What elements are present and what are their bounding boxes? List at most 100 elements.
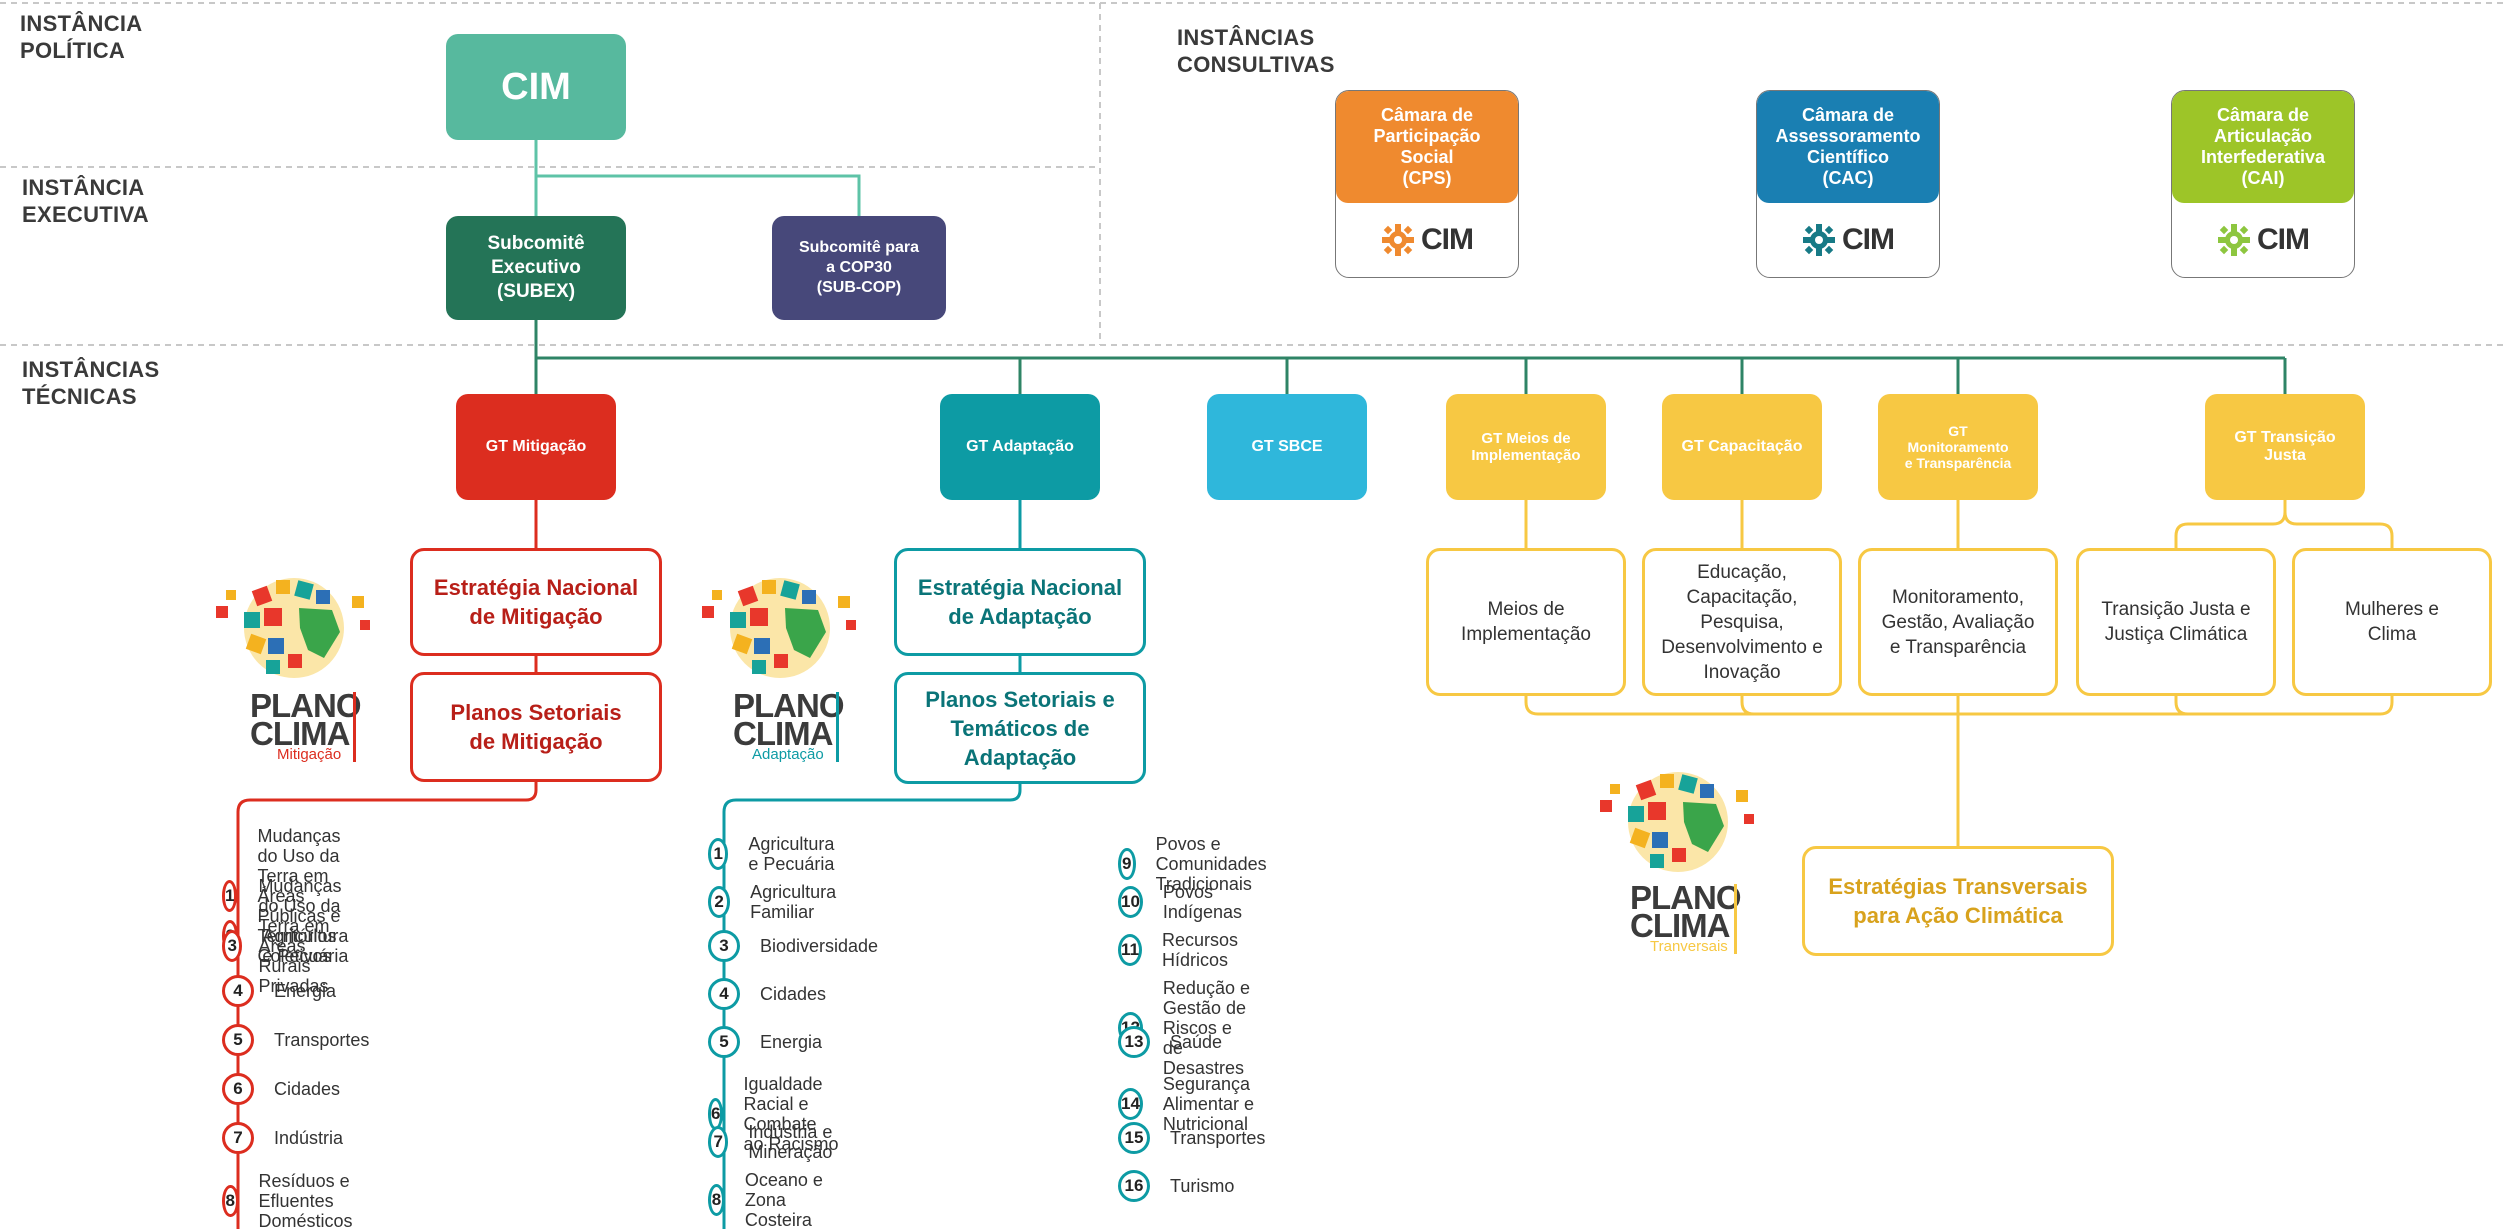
logo-divider <box>1734 884 1737 954</box>
list-number: 6 <box>222 1073 254 1105</box>
list-item[interactable]: 7 Indústria <box>222 1122 343 1154</box>
planos-setoriais-mitigacao[interactable]: Planos Setoriais de Mitigação <box>410 672 662 782</box>
subcop-box[interactable]: Subcomitê para a COP30 (SUB-COP) <box>772 216 946 320</box>
list-item[interactable]: 1 Mudanças do Uso da Terra em Áreas Públi… <box>222 826 357 966</box>
list-number: 3 <box>708 930 740 962</box>
list-item[interactable]: 2 Agricultura Familiar <box>708 882 846 922</box>
list-text: Cidades <box>274 1079 341 1099</box>
list-item[interactable]: 7 Indústria e Mineração <box>708 1122 844 1162</box>
list-text: Recursos Hídricos <box>1161 930 1239 970</box>
globe-icon <box>216 578 370 678</box>
estrategias-transversais[interactable]: Estratégias Transversais para Ação Climá… <box>1802 846 2114 956</box>
gt-sbce[interactable]: GT SBCE <box>1207 394 1367 500</box>
list-item[interactable]: 11 Recursos Hídricos <box>1118 930 1246 970</box>
list-text: Agricultura e Pecuária <box>748 834 835 874</box>
list-text: Mudanças do Uso da Terra em Áreas Públic… <box>257 826 341 966</box>
camara-cps-label: Câmara de Participação Social (CPS) <box>1336 91 1518 203</box>
cim-logo: CIM <box>2172 203 2354 277</box>
cim-logo-text: CIM <box>1842 223 1895 256</box>
cim-logo-text: CIM <box>2257 223 2310 256</box>
list-item[interactable]: 3 Agricultura e Pecuária <box>222 926 360 966</box>
list-item[interactable]: 1 Agricultura e Pecuária <box>708 834 846 874</box>
list-text: Indústria <box>274 1128 344 1148</box>
list-text: Oceano e Zona Costeira <box>744 1170 823 1230</box>
gear-icon <box>2218 224 2250 256</box>
list-text: Cidades <box>760 984 827 1004</box>
list-text: Indústria e Mineração <box>748 1122 833 1162</box>
camara-cai[interactable]: Câmara de Articulação Interfederativa (C… <box>2171 90 2355 278</box>
logo-clima-text: CLIMA <box>733 715 833 752</box>
list-text: Mudanças do Uso da Terra em Áreas Rurais… <box>258 876 342 996</box>
list-text: Agricultura Familiar <box>750 882 837 922</box>
list-number: 8 <box>708 1184 725 1216</box>
gt-monitoramento[interactable]: GT Monitoramento e Transparência <box>1878 394 2038 500</box>
list-text: Povos e Comunidades Tradicionais <box>1155 834 1267 894</box>
list-number: 10 <box>1118 886 1143 918</box>
gt-mitigacao[interactable]: GT Mitigação <box>456 394 616 500</box>
list-number: 14 <box>1118 1088 1143 1120</box>
logo-transversais-text: Tranversais <box>1650 938 1728 955</box>
estrategia-adaptacao[interactable]: Estratégia Nacional de Adaptação <box>894 548 1146 656</box>
list-number: 3 <box>222 930 243 962</box>
logo-plano-text: PLANO <box>1630 879 1741 916</box>
camara-cai-label: Câmara de Articulação Interfederativa (C… <box>2172 91 2354 203</box>
list-item[interactable]: 16 Turismo <box>1118 1170 1234 1202</box>
subex-box[interactable]: Subcomitê Executivo (SUBEX) <box>446 216 626 320</box>
list-item[interactable]: 6 Cidades <box>222 1073 340 1105</box>
list-number: 9 <box>1118 848 1136 880</box>
list-text: Transportes <box>274 1030 370 1050</box>
list-number: 11 <box>1118 934 1142 966</box>
cim-logo: CIM <box>1757 203 1939 277</box>
list-number: 5 <box>222 1024 254 1056</box>
list-text: Biodiversidade <box>760 936 879 956</box>
list-text: Redução e Gestão de Riscos e de Desastre… <box>1162 978 1250 1078</box>
list-item[interactable]: 4 Cidades <box>708 978 826 1010</box>
list-item[interactable]: 10 Povos Indígenas <box>1118 882 1249 922</box>
logo-plano-text: PLANO <box>733 687 844 724</box>
logo-clima-text: CLIMA <box>250 715 350 752</box>
gt-adaptacao[interactable]: GT Adaptação <box>940 394 1100 500</box>
estrategia-mitigacao[interactable]: Estratégia Nacional de Mitigação <box>410 548 662 656</box>
list-text: Turismo <box>1170 1176 1235 1196</box>
gt-transicao[interactable]: GT Transição Justa <box>2205 394 2365 500</box>
logo-divider <box>353 692 356 762</box>
list-item[interactable]: 3 Biodiversidade <box>708 930 878 962</box>
list-number: 16 <box>1118 1170 1150 1202</box>
camara-cac[interactable]: Câmara de Assessoramento Científico (CAC… <box>1756 90 1940 278</box>
list-text: Energia <box>274 981 337 1001</box>
list-text: Segurança Alimentar e Nutricional <box>1162 1074 1254 1134</box>
list-item[interactable]: 5 Transportes <box>222 1024 369 1056</box>
box-mulheres-clima[interactable]: Mulheres e Clima <box>2292 548 2492 696</box>
section-label-tecnicas: INSTÂNCIAS TÉCNICAS <box>22 357 160 409</box>
list-number: 1 <box>708 838 729 870</box>
camara-cps[interactable]: Câmara de Participação Social (CPS) CIM <box>1335 90 1519 278</box>
list-text: Povos Indígenas <box>1162 882 1242 922</box>
list-text: Resíduos e Efluentes Domésticos <box>258 1171 353 1231</box>
list-item[interactable]: 9 Povos e Comunidades Tradicionais <box>1118 834 1281 894</box>
box-transicao-justa[interactable]: Transição Justa e Justiça Climática <box>2076 548 2276 696</box>
list-text: Agricultura e Pecuária <box>262 926 349 966</box>
list-item[interactable]: 8 Oceano e Zona Costeira <box>708 1170 827 1230</box>
box-monitoramento[interactable]: Monitoramento, Gestão, Avaliação e Trans… <box>1858 548 2058 696</box>
list-number: 7 <box>222 1122 254 1154</box>
box-meios-implementacao[interactable]: Meios de Implementação <box>1426 548 1626 696</box>
cim-box[interactable]: CIM <box>446 34 626 140</box>
globe-icon <box>702 578 856 678</box>
planos-setoriais-adaptacao[interactable]: Planos Setoriais e Temáticos de Adaptaçã… <box>894 672 1146 784</box>
box-educacao[interactable]: Educação, Capacitação, Pesquisa, Desenvo… <box>1642 548 1842 696</box>
list-number: 4 <box>708 978 740 1010</box>
list-number: 2 <box>708 886 731 918</box>
gt-capacitacao[interactable]: GT Capacitação <box>1662 394 1822 500</box>
list-item[interactable]: 14 Segurança Alimentar e Nutricional <box>1118 1074 1257 1134</box>
list-text: Transportes <box>1170 1128 1266 1148</box>
list-number: 7 <box>708 1126 729 1158</box>
gt-meios[interactable]: GT Meios de Implementação <box>1446 394 1606 500</box>
list-number: 1 <box>222 880 238 912</box>
